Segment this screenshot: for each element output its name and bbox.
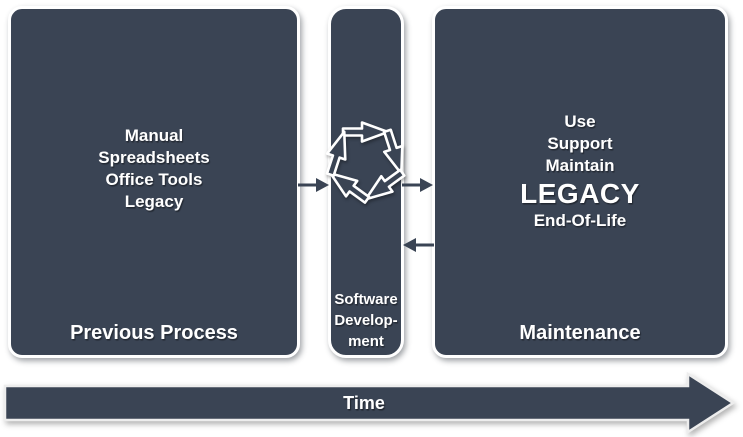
previous-process-label: Previous Process xyxy=(70,322,238,344)
iteration-cycle-icon xyxy=(320,121,412,209)
maintenance-items: Use Support Maintain LEGACY End-Of-Life xyxy=(435,111,725,232)
list-item: Spreadsheets xyxy=(98,148,210,167)
list-item: Office Tools xyxy=(105,170,203,189)
list-item: Support xyxy=(547,134,613,153)
label-line: ment xyxy=(348,333,384,350)
list-item: End-Of-Life xyxy=(533,211,627,230)
list-item: Legacy xyxy=(124,192,184,211)
legacy-highlight: LEGACY xyxy=(520,178,640,209)
arrow-right-icon xyxy=(298,178,329,192)
list-item: Use xyxy=(564,112,596,131)
list-item: Manual xyxy=(124,126,184,145)
arrow-left-icon xyxy=(403,238,434,252)
label-line: Software xyxy=(334,291,398,308)
list-item: Maintain xyxy=(545,156,615,175)
maintenance-label: Maintenance xyxy=(519,322,641,344)
time-arrow xyxy=(3,371,736,435)
panel-maintenance: Use Support Maintain LEGACY End-Of-Life … xyxy=(432,6,728,358)
previous-process-items: Manual Spreadsheets Office Tools Legacy xyxy=(11,125,297,213)
panel-software-development: Software Develop- ment xyxy=(320,6,412,358)
panel-previous-process: Manual Spreadsheets Office Tools Legacy … xyxy=(8,6,300,358)
software-development-label: Software Develop- ment xyxy=(325,289,407,352)
label-line: Develop- xyxy=(334,312,398,329)
time-label: Time xyxy=(343,393,385,413)
arrow-right-icon xyxy=(402,178,433,192)
